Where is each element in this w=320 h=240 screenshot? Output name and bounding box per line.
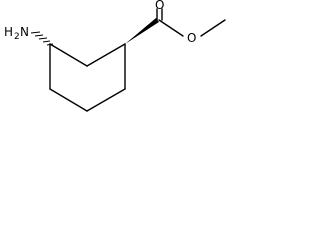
solid-wedge-bond-ester	[125, 18, 159, 44]
ester-oxygen-label: O	[187, 31, 196, 45]
hashed-wedge-bond-amine	[30, 31, 54, 46]
ring-bond-c1-c2	[86, 43, 126, 67]
ester-single-bond	[158, 19, 184, 37]
amine-n-symbol: N	[20, 25, 29, 39]
cyclohexane-ring	[49, 43, 126, 112]
ring-bond-c3-c4	[86, 88, 126, 112]
amine-subscript-2: 2	[14, 32, 20, 42]
amine-label: H 2 N	[4, 25, 29, 42]
carbonyl-oxygen-label: O	[155, 0, 164, 12]
ring-bond-c6-c1	[49, 43, 88, 67]
structure-diagram: H 2 N O O	[4, 0, 226, 112]
ring-bond-c4-c5	[49, 88, 88, 112]
amine-h-symbol: H	[4, 25, 13, 39]
carbonyl-double-bond	[156, 8, 163, 21]
methoxy-bond	[200, 19, 226, 37]
